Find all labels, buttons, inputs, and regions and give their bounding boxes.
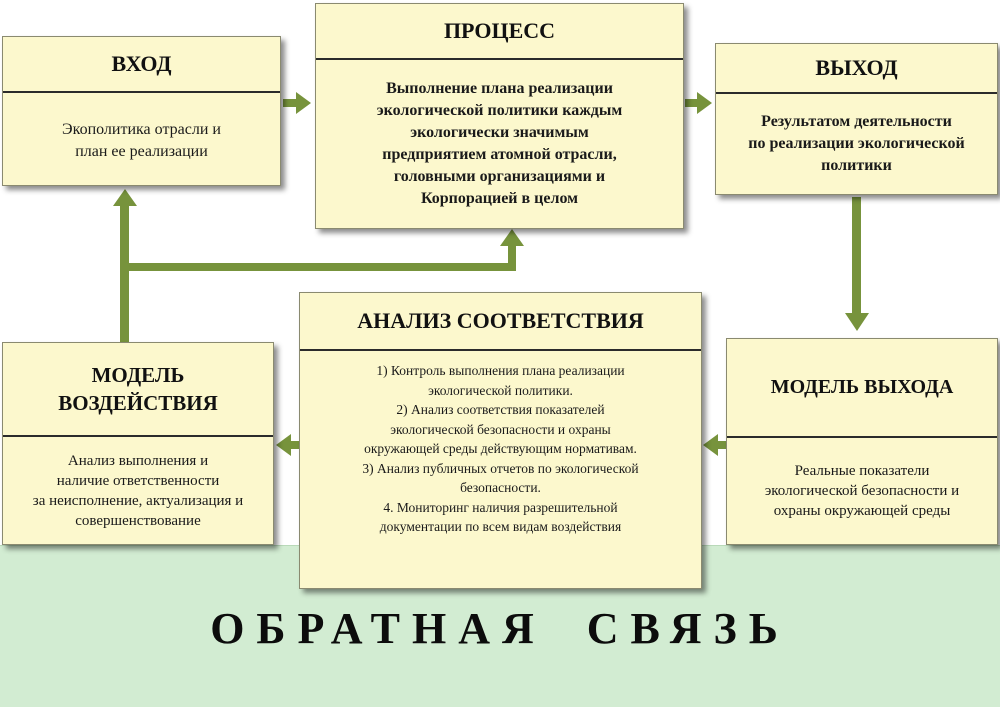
output-box: ВЫХОД Результатом деятельности по реализ…: [715, 43, 998, 195]
arrow-output-to-outputmodel: [845, 197, 869, 331]
feedback-label: ОБРАТНАЯ СВЯЗЬ: [210, 604, 790, 653]
process-box-title: ПРОЦЕСС: [316, 4, 683, 60]
output-model-box-title: МОДЕЛЬ ВЫХОДА: [727, 339, 997, 438]
input-box-title: ВХОД: [3, 37, 280, 93]
arrow-feedback-to-process: [500, 229, 524, 271]
output-box-title: ВЫХОД: [716, 44, 997, 94]
compliance-box-title: АНАЛИЗ СООТВЕТСТВИЯ: [300, 293, 701, 351]
arrow-outputmodel-to-compliance: [703, 434, 726, 456]
feedback-line-horizontal: [125, 263, 516, 271]
arrow-compliance-to-impactmodel: [276, 434, 299, 456]
output-model-box: МОДЕЛЬ ВЫХОДА Реальные показатели эколог…: [726, 338, 998, 545]
output-model-box-body: Реальные показатели экологической безопа…: [764, 463, 960, 519]
arrow-input-to-process: [283, 92, 311, 114]
process-box: ПРОЦЕСС Выполнение плана реализации экол…: [315, 3, 684, 229]
impact-model-box: МОДЕЛЬ ВОЗДЕЙСТВИЯ Анализ выполнения и н…: [2, 342, 274, 545]
impact-model-box-title: МОДЕЛЬ ВОЗДЕЙСТВИЯ: [3, 343, 273, 437]
output-box-body: Результатом деятельности по реализации э…: [748, 113, 965, 174]
input-box-body: Экополитика отрасли и план ее реализации: [62, 121, 221, 160]
impact-model-box-body: Анализ выполнения и наличие ответственно…: [32, 452, 244, 529]
arrow-process-to-output: [685, 92, 712, 114]
input-box: ВХОД Экополитика отрасли и план ее реали…: [2, 36, 281, 186]
compliance-box: АНАЛИЗ СООТВЕТСТВИЯ 1) Контроль выполнен…: [299, 292, 702, 589]
compliance-box-body: 1) Контроль выполнения плана реализации …: [362, 363, 639, 534]
process-box-body: Выполнение плана реализации экологическо…: [376, 80, 623, 207]
